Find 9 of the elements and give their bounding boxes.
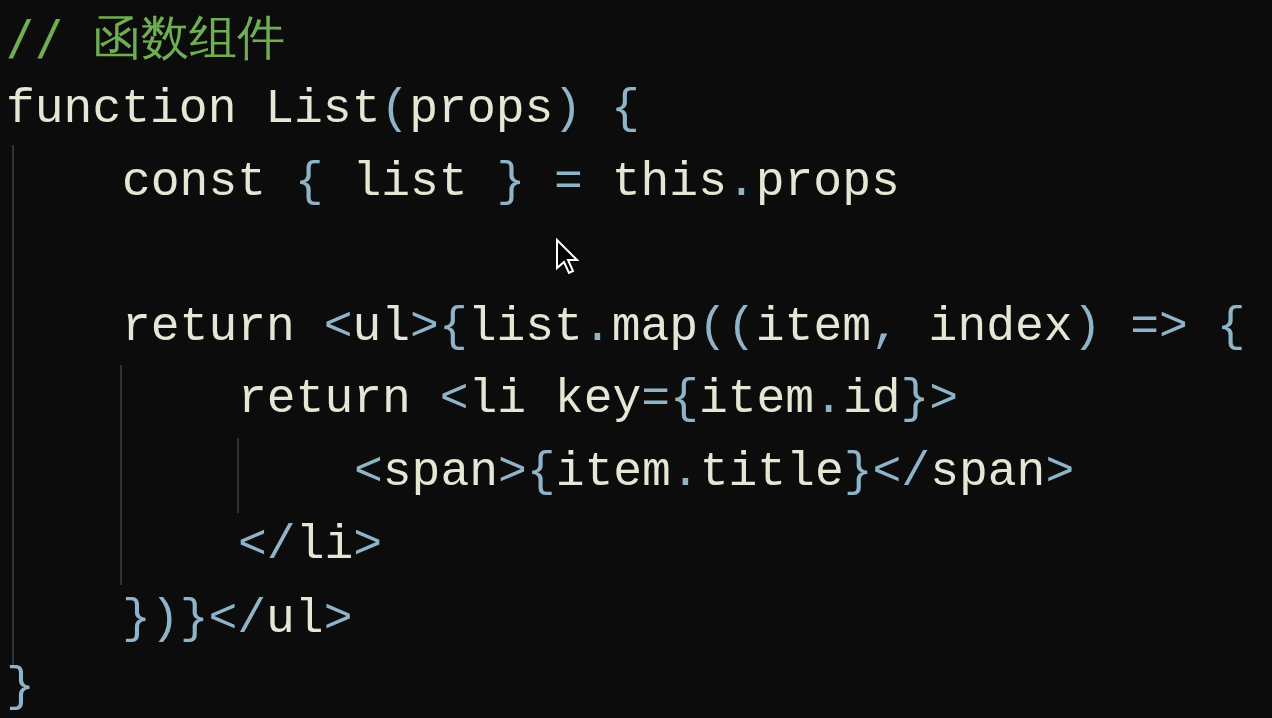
code-line: })}</ul>: [122, 591, 353, 648]
code-line: <span>{item.title}</span>: [354, 444, 1075, 501]
code-line: return <li key={item.id}>: [238, 371, 959, 428]
code-comment: // 函数组件: [6, 8, 285, 66]
code-line: }: [6, 659, 35, 716]
code-line: </li>: [238, 517, 383, 574]
code-line: return <ul>{list.map((item, index) => {: [122, 299, 1246, 356]
code-line: function List(props) {: [6, 81, 640, 138]
code-line: const { list } = this.props: [122, 154, 900, 211]
